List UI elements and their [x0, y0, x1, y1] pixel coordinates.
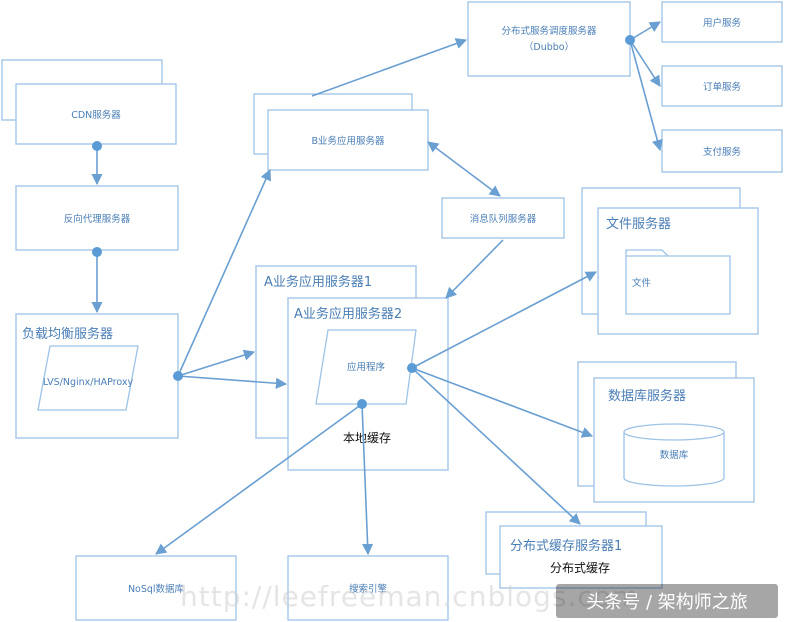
mq-label: 消息队列服务器 [470, 213, 537, 225]
db-server-label: 数据库服务器 [608, 388, 686, 404]
app-program-parallelogram [315, 329, 417, 405]
database-cylinder-icon [623, 423, 725, 487]
dubbo-box [467, 1, 631, 77]
search-label: 搜索引擎 [349, 583, 388, 595]
mq-box [441, 197, 565, 239]
reverse-proxy-box [15, 185, 179, 251]
lvs-label: LVS/Nginx/HAProxy [43, 377, 134, 388]
dist-cache-box [499, 525, 663, 589]
order-service-label: 订单服务 [703, 81, 742, 93]
search-box [287, 555, 449, 621]
nosql-label: NoSql数据库 [128, 583, 185, 595]
dist-cache-label: 分布式缓存 [550, 561, 610, 575]
db-label: 数据库 [660, 449, 689, 461]
load-balancer-label: 负载均衡服务器 [22, 326, 113, 342]
a-app1-label: A业务应用服务器1 [264, 274, 372, 290]
file-server-label: 文件服务器 [606, 216, 671, 232]
badge-text: 头条号 / 架构师之旅 [586, 592, 748, 613]
dubbo-label: 分布式服务调度服务器 [501, 25, 597, 37]
folder-icon [625, 249, 731, 315]
a-app2-label: A业务应用服务器2 [294, 306, 402, 322]
reverse-proxy-label: 反向代理服务器 [64, 213, 131, 225]
cdn-box [15, 83, 177, 145]
local-cache-label: 本地缓存 [343, 431, 391, 445]
nosql-box [75, 555, 237, 621]
b-app-box [267, 109, 429, 171]
b-app-label: B业务应用服务器 [311, 135, 385, 147]
app-program-label: 应用程序 [347, 361, 386, 373]
order-service-box [661, 65, 783, 107]
file-label: 文件 [632, 277, 652, 289]
connector-dots [92, 35, 635, 409]
dist-cache-server-label: 分布式缓存服务器1 [510, 538, 622, 554]
lvs-parallelogram [37, 345, 139, 411]
user-service-label: 用户服务 [703, 17, 742, 29]
dubbo-sub-label: （Dubbo） [524, 41, 574, 53]
pay-service-label: 支付服务 [703, 146, 742, 158]
watermark-text: http://leefreeman.cnblogs.com [180, 580, 640, 613]
cdn-label: CDN服务器 [71, 109, 121, 121]
pay-service-box [661, 129, 783, 173]
user-service-box [661, 1, 783, 43]
badge-background [556, 584, 778, 618]
connectors [91, 21, 663, 556]
